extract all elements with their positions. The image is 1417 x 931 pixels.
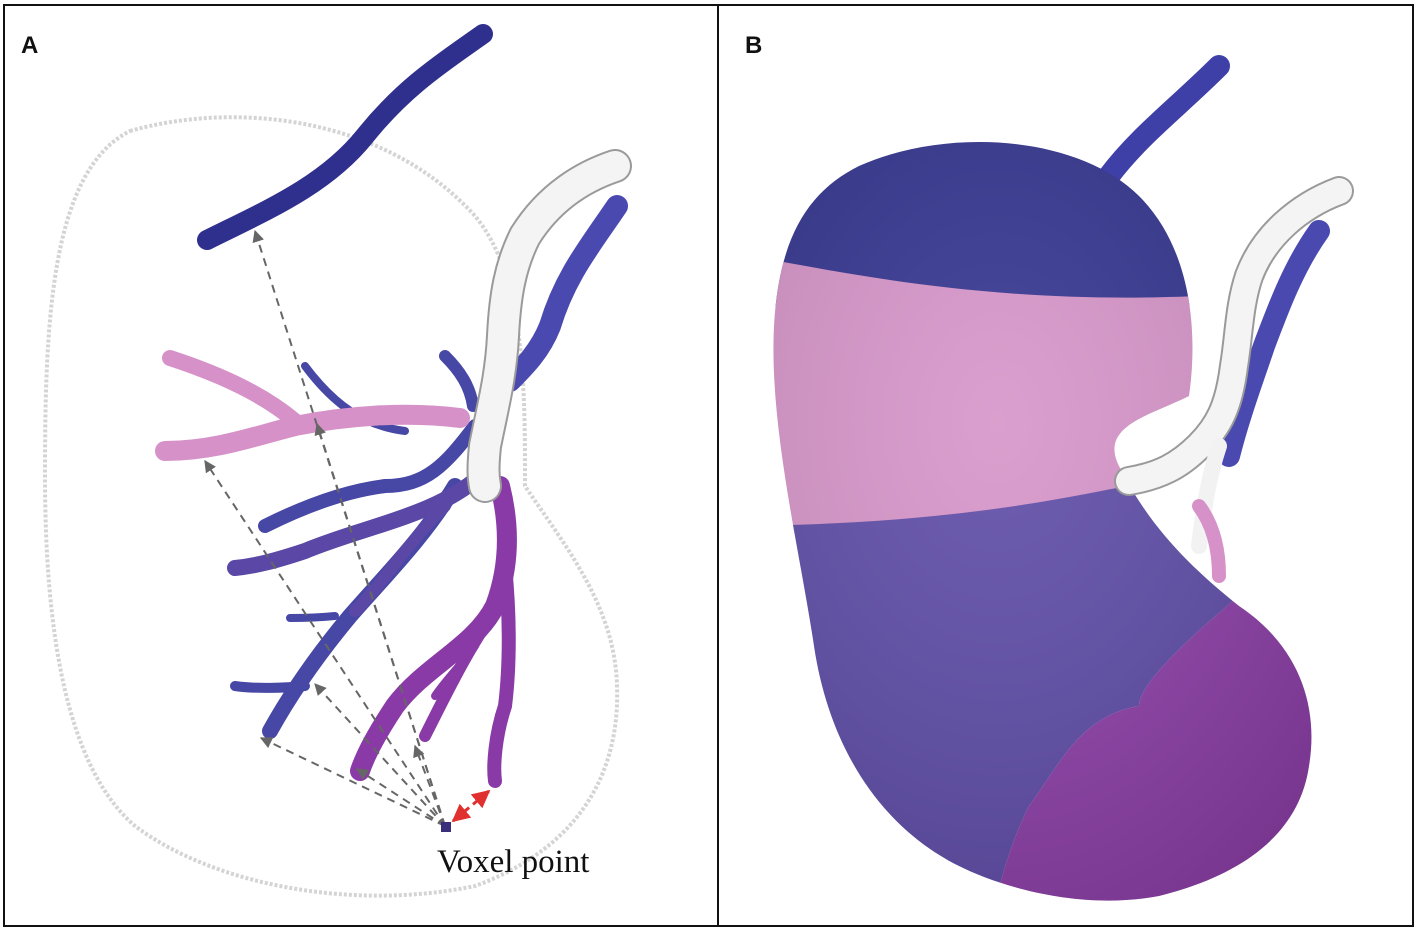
panel-a-label: A (21, 32, 39, 59)
kidney-outline (43, 115, 620, 898)
renal-vein (499, 195, 628, 392)
upper-middle-segment-vessels (155, 350, 470, 461)
voxel-point-marker (441, 822, 451, 832)
nearest-distance-arrow (451, 789, 491, 823)
panel-b-label: B (745, 32, 763, 59)
voxel-point-label: Voxel point (437, 844, 590, 880)
renal-artery-b-highlight (1116, 178, 1352, 494)
renal-vein-b (1098, 55, 1230, 187)
lower-segment-vessels (350, 476, 517, 788)
distance-lines (204, 229, 446, 827)
hilum-branch-b (1191, 438, 1227, 554)
upper-segment-vessel (197, 24, 493, 250)
panel-b: B (717, 4, 1414, 927)
segmented-kidney-render (773, 55, 1354, 901)
renal-artery-highlight (468, 151, 630, 501)
panel-a: A Voxel point (3, 4, 719, 927)
lower-middle-purple-vessels (227, 468, 488, 617)
renal-vein-lower-b (1218, 220, 1330, 467)
kidney-segments (773, 142, 1312, 901)
vessel-tree-diagram (43, 24, 632, 898)
hilum-pink-branch-b (1192, 499, 1226, 583)
